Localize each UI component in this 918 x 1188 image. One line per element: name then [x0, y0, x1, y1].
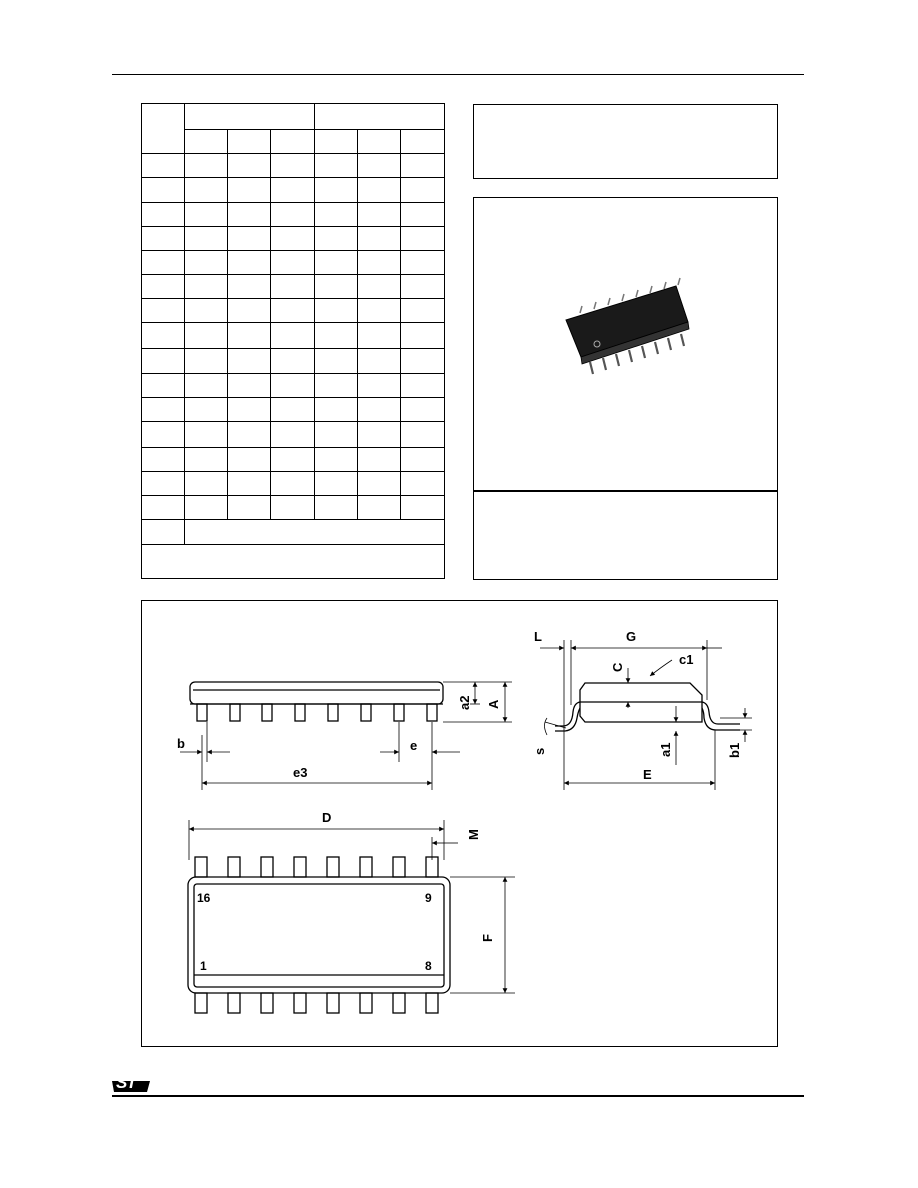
pin-label-1: 1	[200, 959, 207, 973]
dim-label-e: e	[410, 738, 417, 753]
dim-label-b: b	[177, 736, 185, 751]
dim-label-a2: a2	[457, 696, 472, 710]
dim-label-D: D	[322, 810, 331, 825]
top-view	[187, 820, 515, 1014]
dim-label-C: C	[610, 662, 625, 672]
package-photo-box	[473, 197, 778, 580]
dim-label-M: M	[466, 829, 481, 840]
table-row	[141, 322, 446, 350]
side-view	[180, 681, 512, 790]
table-row	[141, 519, 446, 545]
package-title-box	[473, 104, 778, 179]
mechanical-drawing-box	[141, 600, 778, 1047]
table-row	[141, 153, 446, 179]
st-logo-text: ST	[116, 1073, 138, 1092]
dimensions-table	[140, 102, 446, 580]
table-row	[141, 447, 446, 473]
table-note-row	[140, 543, 446, 580]
table-header-inch	[314, 102, 446, 131]
dim-label-a1: a1	[658, 743, 673, 757]
end-view	[540, 640, 752, 790]
chip-photo	[565, 277, 690, 375]
dim-label-A: A	[486, 699, 501, 709]
pin-label-9: 9	[425, 891, 432, 905]
pin-label-16: 16	[197, 891, 211, 905]
table-header-dim	[141, 102, 185, 155]
pin-label-8: 8	[425, 959, 432, 973]
package-photo-divider	[473, 490, 778, 492]
dim-label-e3: e3	[293, 765, 307, 780]
header-rule	[112, 74, 804, 75]
table-row	[141, 471, 446, 497]
dim-label-b1: b1	[727, 743, 742, 758]
table-row	[141, 420, 446, 449]
dim-label-F: F	[480, 934, 495, 942]
footer-rule	[112, 1095, 804, 1097]
table-row	[141, 298, 446, 324]
table-row	[141, 495, 446, 521]
table-row	[141, 201, 446, 227]
dim-label-E: E	[643, 767, 652, 782]
st-logo: ST	[112, 1073, 150, 1092]
dim-label-G: G	[626, 629, 636, 644]
dim-label-L: L	[534, 629, 542, 644]
dim-label-s: s	[532, 748, 547, 755]
dim-label-c1: c1	[679, 652, 693, 667]
